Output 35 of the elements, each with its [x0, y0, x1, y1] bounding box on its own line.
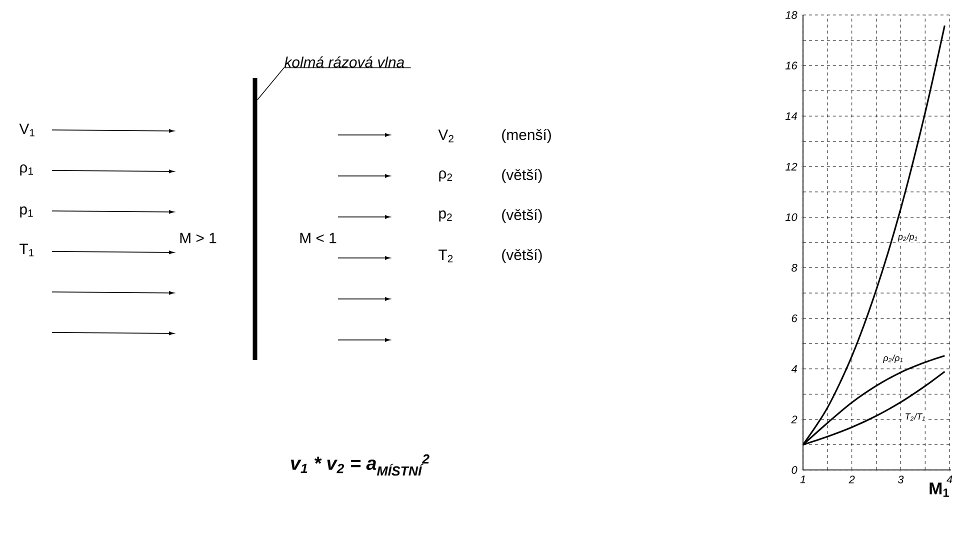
variable-label: ρ$_{1}$ [20, 164, 33, 176]
variable-label: V$_{1}$ [19, 124, 34, 136]
y-tick-label: 14 [785, 112, 797, 120]
curve-label: p$_{2}$/p$_{1}$ [898, 233, 918, 242]
variable-label: V$_{2}$ [438, 130, 454, 142]
x-tick-label: 4 [946, 476, 952, 484]
y-tick-label: 16 [785, 62, 798, 70]
curve-label: ρ$_{2}$/ρ$_{1}$ [882, 354, 903, 363]
comparison-note: (menší) [502, 128, 551, 144]
variable-label: p$_{2}$ [439, 210, 452, 222]
variable-label: ρ$_{2}$ [439, 170, 452, 182]
y-tick-label: 0 [792, 466, 798, 474]
x-axis-title: M$_{1}$ [930, 482, 949, 497]
variable-label: T$_{2}$ [438, 250, 453, 262]
mach-condition: M < 1 [300, 232, 336, 244]
comparison-note: (větší) [502, 208, 542, 224]
y-tick-label: 8 [792, 264, 798, 272]
y-tick-label: 12 [785, 162, 798, 170]
y-tick-label: 10 [785, 213, 798, 222]
shock-wave-label: kolmá rázová vlna [284, 56, 404, 68]
x-tick-label: 2 [848, 476, 855, 484]
x-tick-label: 3 [898, 476, 904, 484]
mach-condition: M > 1 [180, 232, 216, 244]
y-tick-label: 6 [792, 314, 798, 322]
comparison-note: (větší) [502, 248, 542, 264]
variable-label: T$_{1}$ [20, 244, 34, 256]
variable-label: p$_{1}$ [20, 206, 33, 218]
y-tick-label: 2 [791, 416, 798, 424]
formula: v$_{1}$ * v$_{2}$ = a$_{MÍSTNÍ}$2 [291, 454, 430, 476]
leader-line [257, 67, 412, 100]
comparison-note: (větší) [502, 168, 542, 184]
curve-label: T$_{2}$/T$_{1}$ [906, 413, 925, 421]
x-tick-label: 1 [800, 476, 806, 484]
y-tick-label: 18 [785, 11, 798, 19]
y-tick-label: 4 [791, 365, 797, 373]
